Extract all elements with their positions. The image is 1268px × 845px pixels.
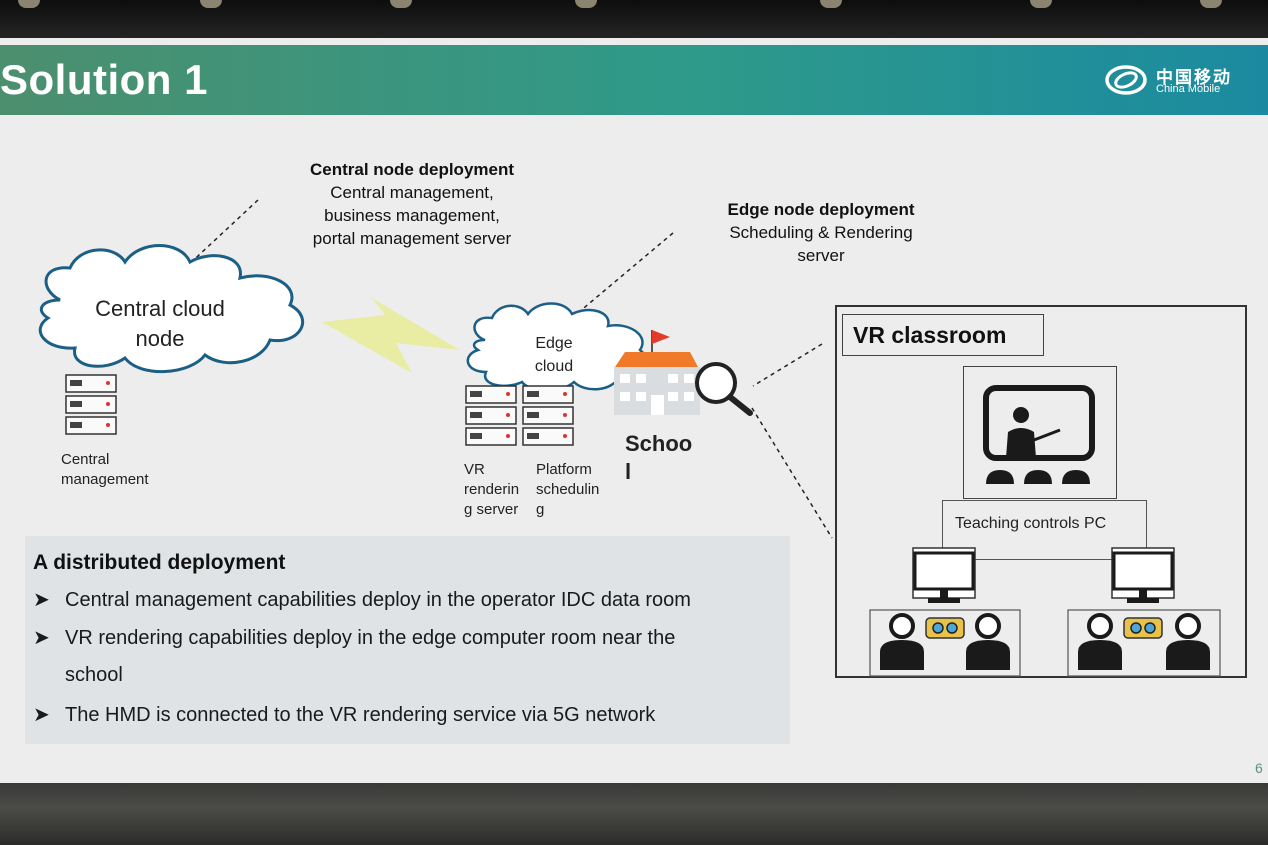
caption-line: g server [464, 501, 519, 518]
central-cloud-label: Central cloud node [70, 294, 250, 354]
server-rack-icon [522, 385, 574, 446]
vr-classroom-title-box [842, 314, 1044, 356]
edge-deployment-heading: Edge node deployment [727, 200, 915, 219]
central-cloud-label-line: node [135, 326, 185, 351]
vr-headset-icon [1123, 617, 1163, 639]
ceiling-light [1030, 0, 1052, 8]
server-rack-icon [65, 374, 117, 435]
ceiling-light [200, 0, 222, 8]
caption-line: Central [61, 451, 110, 468]
school-label: Schoo l [625, 430, 692, 486]
vr-headset-icon [925, 617, 965, 639]
page-number: 6 [1255, 760, 1263, 776]
school-building-icon [614, 330, 700, 415]
school-label-line: l [625, 459, 632, 484]
vr-server-caption: VR renderin g server [464, 460, 519, 520]
central-cloud-icon [38, 244, 304, 374]
bullet-item: ➤ Central management capabilities deploy … [33, 587, 691, 612]
platform-scheduling-caption: Platform schedulin g [536, 460, 599, 520]
edge-cloud-label: Edge cloud [514, 332, 594, 378]
monitor-icon [912, 547, 976, 603]
ceiling-light [820, 0, 842, 8]
edge-deployment-callout: Edge node deployment Scheduling & Render… [705, 198, 937, 267]
classroom-leader-line-top [752, 343, 823, 387]
ceiling-light [18, 0, 40, 8]
student-icon [966, 613, 1010, 670]
central-management-caption: Central management [61, 450, 149, 490]
edge-cloud-label-line: cloud [534, 358, 574, 375]
edge-deployment-line: Scheduling & Rendering [729, 223, 913, 242]
ceiling-light [1200, 0, 1222, 8]
caption-line: Platform [536, 461, 592, 478]
ceiling-light [390, 0, 412, 8]
bullet-text: The HMD is connected to the VR rendering… [65, 704, 656, 726]
slide-header-bar [0, 45, 1268, 115]
bullet-text: VR rendering capabilities deploy in the … [65, 627, 676, 649]
central-deployment-line: Central management, [330, 183, 494, 202]
bullet-text: Central management capabilities deploy i… [65, 589, 691, 611]
arrow-bullet-icon: ➤ [33, 627, 50, 649]
arrow-bullet-icon: ➤ [33, 589, 50, 611]
teacher-board-frame [963, 366, 1117, 499]
teaching-controls-box [942, 500, 1147, 560]
central-deployment-line: business management, [324, 206, 500, 225]
caption-line: renderin [464, 481, 520, 498]
edge-deployment-line: server [797, 246, 845, 265]
school-label-line: Schoo [625, 431, 693, 456]
central-deployment-callout: Central node deployment Central manageme… [286, 158, 538, 250]
server-rack-icon [465, 385, 517, 446]
central-cloud-label-line: Central cloud [95, 296, 225, 321]
teacher-board-icon [983, 385, 1095, 484]
ceiling-light [575, 0, 597, 8]
student-group-frame [1067, 609, 1221, 677]
classroom-leader-line-bottom [751, 407, 833, 539]
student-icon [1166, 613, 1210, 670]
caption-line: management [61, 471, 149, 488]
slide-title: Solution 1 [0, 56, 208, 103]
bullet-text: school [65, 664, 123, 686]
vr-classroom-title: VR classroom [853, 322, 1007, 348]
central-deployment-line: portal management server [312, 229, 512, 248]
lightning-icon [322, 298, 460, 373]
monitor-icon [1111, 547, 1175, 603]
student-icon [880, 613, 924, 670]
teaching-controls-label: Teaching controls PC [955, 515, 1107, 532]
brand-chinese: 中国移动 [1156, 68, 1232, 87]
bullet-item: ➤ The HMD is connected to the VR renderin… [33, 702, 655, 727]
bullets-heading: A distributed deployment [33, 551, 286, 574]
caption-line: schedulin [536, 481, 600, 498]
china-mobile-logo-icon [1105, 65, 1147, 95]
ceiling [0, 0, 1268, 40]
brand-english: China Mobile [1156, 83, 1221, 95]
caption-line: g [536, 501, 545, 518]
student-group-frame [869, 609, 1021, 677]
arrow-bullet-icon: ➤ [33, 704, 50, 726]
vr-classroom-panel [835, 305, 1247, 678]
student-icon [1078, 613, 1122, 670]
caption-line: VR [464, 461, 485, 478]
stage-floor [0, 783, 1268, 845]
bullet-item: ➤ VR rendering capabilities deploy in the… [33, 625, 675, 650]
bullet-panel [25, 536, 790, 744]
magnifier-icon [695, 362, 753, 416]
edge-cloud-label-line: Edge [535, 335, 573, 352]
central-deployment-heading: Central node deployment [309, 160, 515, 179]
bullet-item-continuation: school [33, 664, 123, 687]
